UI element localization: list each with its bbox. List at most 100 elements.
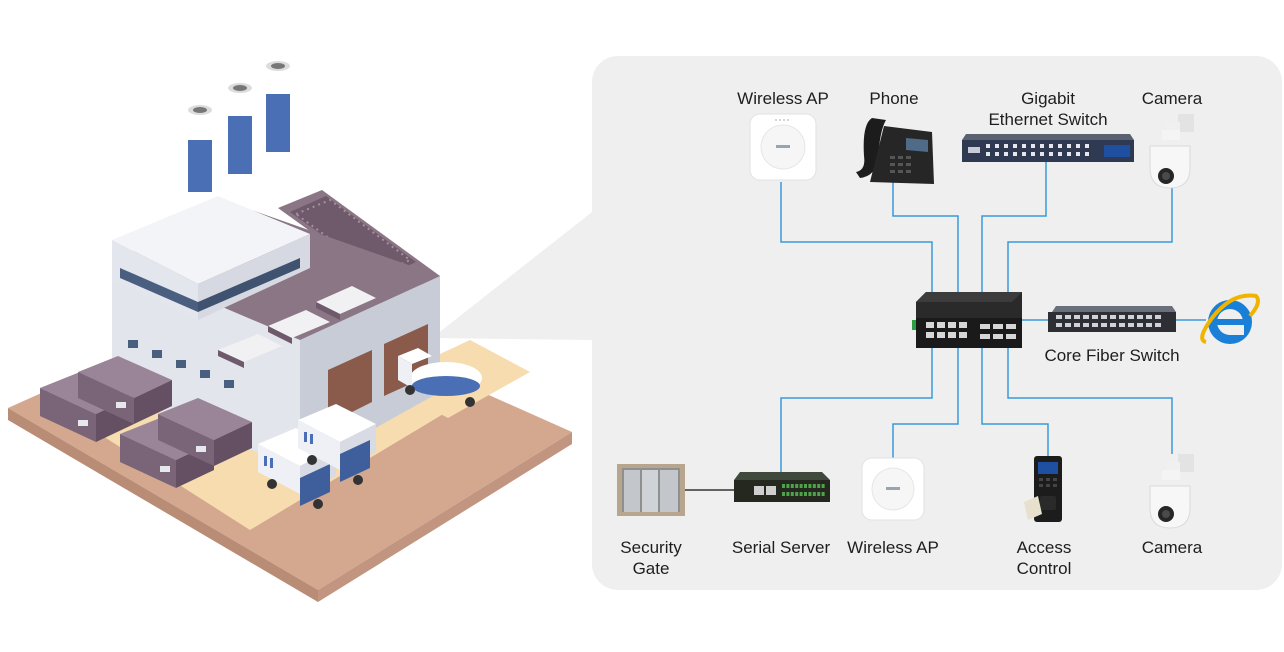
port [1092, 315, 1098, 319]
chimney [228, 83, 252, 208]
port [1119, 323, 1125, 327]
port [1076, 144, 1080, 148]
port [1040, 144, 1044, 148]
port [782, 484, 785, 488]
port [1085, 152, 1089, 156]
port [1022, 144, 1026, 148]
port [1067, 152, 1071, 156]
port [817, 484, 821, 488]
access-control-label-line2: Control [1016, 559, 1072, 578]
ethernet-switch-icon [962, 134, 1134, 162]
port [1065, 323, 1071, 327]
port [1058, 152, 1062, 156]
port [986, 152, 990, 156]
port [1101, 323, 1107, 327]
core-fiber-switch-label: Core Fiber Switch [1044, 346, 1180, 365]
port [786, 484, 790, 488]
port [1092, 323, 1098, 327]
access-control-icon [1024, 456, 1062, 522]
port [980, 324, 990, 329]
port [1146, 323, 1152, 327]
access-control-label-line1: Access [1016, 538, 1072, 557]
port [926, 322, 934, 328]
serial-server-icon [734, 472, 830, 502]
port [1155, 323, 1161, 327]
port [808, 484, 812, 488]
port [1006, 324, 1016, 329]
port [1040, 152, 1044, 156]
port [1031, 152, 1035, 156]
port [799, 484, 803, 488]
port [1056, 323, 1062, 327]
port [1004, 144, 1008, 148]
port [804, 484, 807, 488]
port [1004, 152, 1008, 156]
wireless-ap-icon [749, 113, 817, 181]
port [804, 492, 807, 496]
port [993, 324, 1003, 329]
port [1049, 152, 1053, 156]
camera-bottom-label: Camera [1141, 538, 1203, 557]
port [1110, 323, 1116, 327]
port [808, 492, 812, 496]
port [790, 492, 794, 496]
port [1128, 323, 1134, 327]
port [1101, 315, 1107, 319]
port [986, 144, 990, 148]
port [1058, 144, 1062, 148]
container [78, 356, 172, 424]
port [821, 492, 825, 496]
port [1074, 315, 1080, 319]
port [1083, 323, 1089, 327]
port [1137, 315, 1143, 319]
wireless-ap-icon [861, 457, 925, 521]
port [817, 492, 821, 496]
port [980, 334, 990, 339]
port [959, 322, 967, 328]
ptz-camera-icon [1149, 114, 1194, 189]
tanker-truck [398, 348, 482, 407]
port [821, 484, 825, 488]
port [782, 492, 785, 496]
port [995, 144, 999, 148]
port [1056, 315, 1062, 319]
port [948, 332, 956, 338]
ip-phone-icon [856, 118, 934, 184]
gigabit-switch-label-line2: Ethernet Switch [988, 110, 1108, 129]
serial-server-label: Serial Server [731, 538, 831, 557]
port [786, 492, 790, 496]
industrial-switch-icon [912, 292, 1022, 348]
camera-top-label: Camera [1141, 89, 1203, 108]
gigabit-switch-label-line1: Gigabit [1021, 89, 1075, 108]
port [937, 332, 945, 338]
chimney [266, 61, 290, 216]
port [1083, 315, 1089, 319]
port [795, 492, 799, 496]
port [959, 332, 967, 338]
wireless-ap-top-label: Wireless AP [737, 89, 829, 108]
port [995, 152, 999, 156]
port [812, 492, 816, 496]
port [1076, 152, 1080, 156]
port [1065, 315, 1071, 319]
factory-illustration [8, 61, 572, 602]
port [993, 334, 1003, 339]
port [937, 322, 945, 328]
fiber-switch-icon [1048, 306, 1176, 332]
internet-explorer-icon [1200, 293, 1260, 344]
port [1013, 152, 1017, 156]
port [1085, 144, 1089, 148]
port [790, 484, 794, 488]
port [948, 322, 956, 328]
gate-icon [617, 464, 685, 516]
phone-label: Phone [869, 89, 919, 108]
truck [298, 404, 376, 485]
port [1049, 144, 1053, 148]
port [799, 492, 803, 496]
security-gate-label-line1: Security [620, 538, 682, 557]
port [1137, 323, 1143, 327]
port [812, 484, 816, 488]
port [1119, 315, 1125, 319]
port [1067, 144, 1071, 148]
port [1006, 334, 1016, 339]
